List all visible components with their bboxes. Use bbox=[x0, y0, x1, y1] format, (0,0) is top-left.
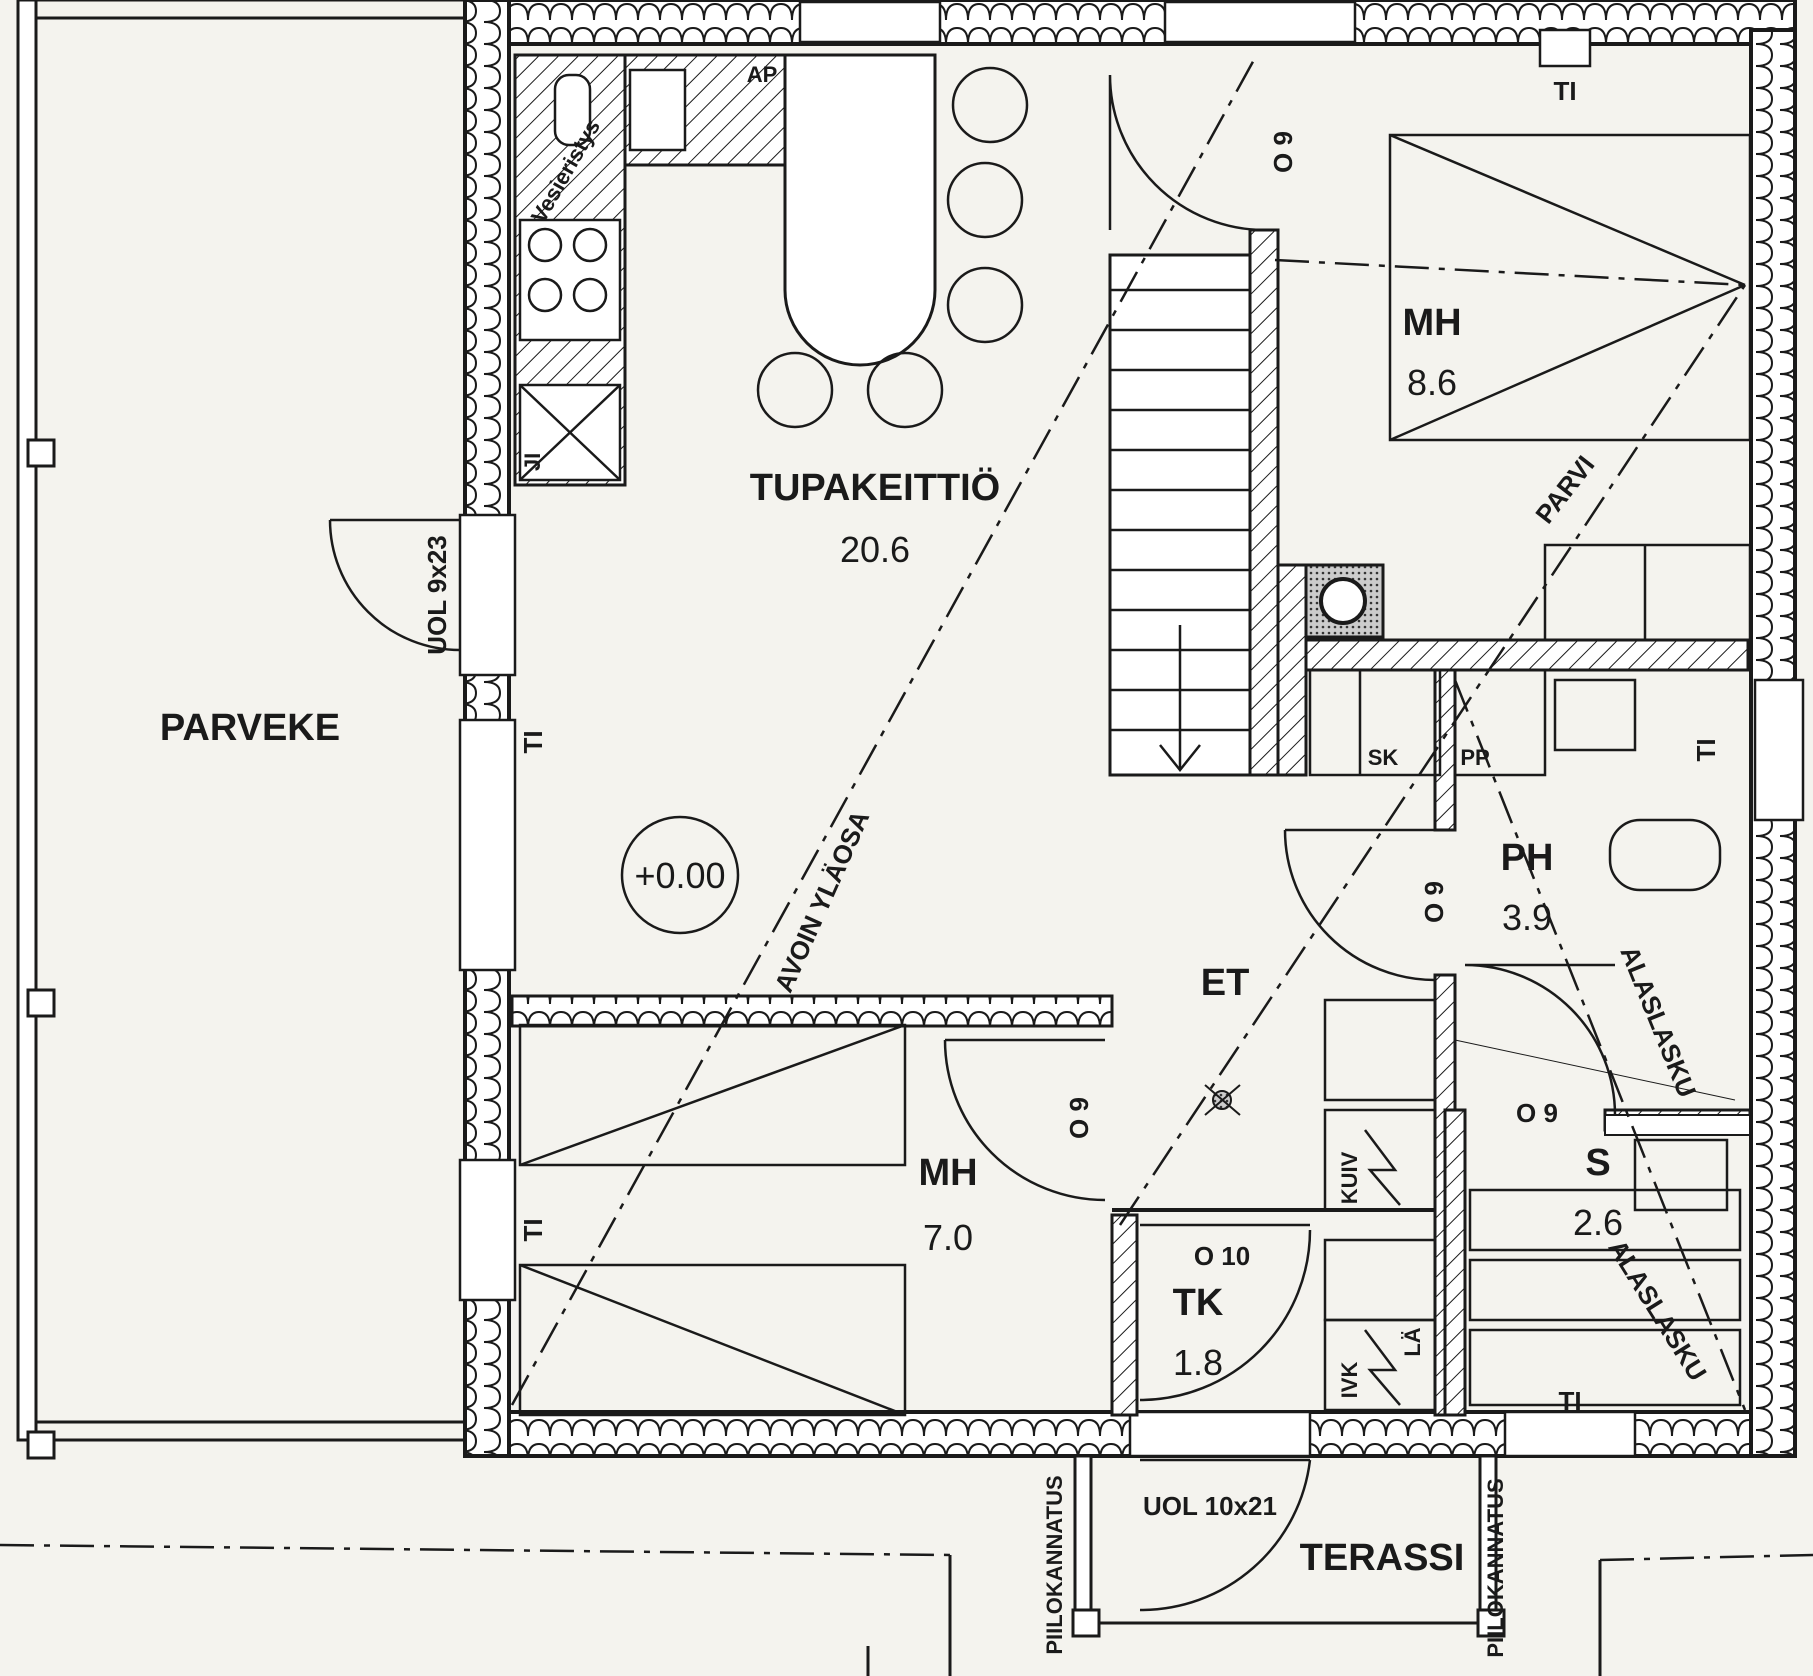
alaslasku-label-sauna: ALASLASKU bbox=[1602, 1234, 1712, 1386]
balcony-structure bbox=[16, 0, 465, 1460]
bedroom-lower-furniture bbox=[518, 1023, 907, 1417]
ceiling-light-icon bbox=[1204, 1084, 1241, 1116]
doors bbox=[328, 74, 1617, 1612]
piilokannatus-label-left: PIILOKANNATUS bbox=[1042, 1475, 1067, 1654]
dining-table bbox=[756, 53, 1029, 429]
ti-marker-right: TI bbox=[1691, 738, 1721, 761]
level-marker bbox=[620, 815, 740, 935]
ti-marker-left-lower: TI bbox=[518, 1218, 548, 1241]
room-name-tupakeittio: TUPAKEITTIÖ bbox=[750, 466, 1001, 509]
sk-marker: SK bbox=[1368, 745, 1399, 770]
utility-cabinets bbox=[1323, 998, 1437, 1412]
o9-marker-ph: O 9 bbox=[1419, 881, 1449, 923]
o9-marker-sauna: O 9 bbox=[1516, 1098, 1558, 1128]
o9-marker-top: O 9 bbox=[1268, 131, 1298, 173]
room-name-sauna: S bbox=[1585, 1142, 1610, 1184]
level-label: +0.00 bbox=[634, 855, 725, 896]
room-name-mh-upper: MH bbox=[1402, 302, 1461, 344]
room-area-ph: 3.9 bbox=[1502, 897, 1552, 938]
room-name-mh-lower: MH bbox=[918, 1152, 977, 1194]
room-name-ph: PH bbox=[1501, 837, 1554, 879]
balcony-door-label: UOL 9x23 bbox=[422, 535, 452, 654]
room-area-mh-upper: 8.6 bbox=[1407, 362, 1457, 403]
o10-marker: O 10 bbox=[1194, 1241, 1250, 1271]
ti-marker-bottom: TI bbox=[1558, 1386, 1581, 1416]
room-area-tupakeittio: 20.6 bbox=[840, 529, 910, 570]
room-name-terassi: TERASSI bbox=[1300, 1537, 1465, 1579]
exterior-walls bbox=[458, 0, 1805, 1458]
staircase bbox=[1108, 228, 1280, 777]
ti-marker-left-upper: TI bbox=[518, 730, 548, 753]
room-name-tk: TK bbox=[1173, 1282, 1224, 1324]
piilokannatus-label-right: PIILOKANNATUS bbox=[1483, 1478, 1508, 1657]
entrance-posts bbox=[866, 1454, 1602, 1676]
alaslasku-label-ph: ALASLASKU bbox=[1614, 942, 1702, 1102]
open-upper-lines bbox=[0, 57, 1813, 1562]
partition-wall bbox=[510, 994, 1114, 1028]
chimney bbox=[1303, 563, 1385, 639]
pp-marker: PP bbox=[1460, 745, 1489, 770]
kuiv-marker: KUIV bbox=[1337, 1151, 1362, 1204]
entry-door-label: UOL 10x21 bbox=[1143, 1491, 1277, 1521]
la-marker: LÄ bbox=[1400, 1327, 1425, 1356]
open-upper-label: AVOIN YLÄOSA bbox=[768, 806, 875, 997]
room-area-tk: 1.8 bbox=[1173, 1342, 1223, 1383]
ji-label: JI bbox=[520, 453, 545, 471]
room-area-sauna: 2.6 bbox=[1573, 1202, 1623, 1243]
ti-marker-top: TI bbox=[1553, 76, 1576, 106]
kitchen-counter bbox=[513, 53, 787, 487]
bathroom-fixtures bbox=[1454, 678, 1751, 1136]
room-name-et: ET bbox=[1201, 962, 1250, 1004]
bedroom-upper-furniture bbox=[1308, 133, 1752, 777]
room-name-parveke: PARVEKE bbox=[160, 707, 340, 749]
o9-marker-mh: O 9 bbox=[1064, 1097, 1094, 1139]
room-area-mh-lower: 7.0 bbox=[923, 1217, 973, 1258]
ap-label: AP bbox=[747, 62, 778, 87]
ivk-marker: IVK bbox=[1337, 1362, 1362, 1399]
sauna-fixtures bbox=[1468, 1138, 1742, 1407]
